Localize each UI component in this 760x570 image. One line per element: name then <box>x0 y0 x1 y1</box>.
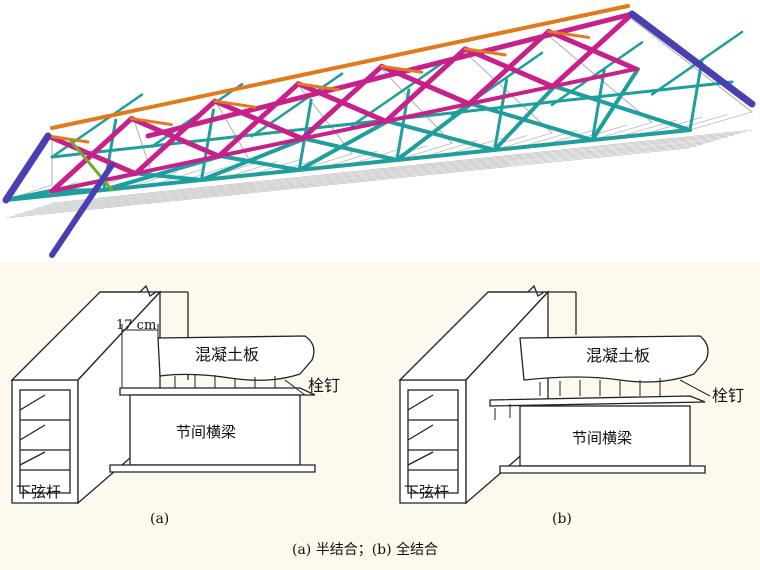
beam-b-bottom-flange <box>499 465 706 474</box>
figure-caption: (a) 半结合；(b) 全结合 <box>292 541 438 558</box>
details-svg: 17 cm 混凝土板 栓钉 节间横梁 下弦杆 (a) <box>10 284 744 558</box>
top-lateral <box>296 82 340 92</box>
near-diagonal <box>218 154 302 172</box>
deck-grid-line <box>37 135 734 208</box>
beam-a-top-flange <box>119 387 316 396</box>
near-diagonal <box>199 136 307 182</box>
deck-grid-line <box>19 142 709 214</box>
truss-bridge-model <box>0 0 760 262</box>
near-post <box>688 58 704 132</box>
far-diagonal <box>550 41 644 107</box>
near-diagonal <box>302 136 399 162</box>
stud-label-a: 栓钉 <box>308 376 340 395</box>
studs-a <box>174 374 276 388</box>
beam-b-top-flange <box>489 395 706 407</box>
mid-chord <box>467 84 555 106</box>
slab-label-b: 混凝土板 <box>586 346 650 365</box>
deck-grid-line <box>47 131 747 205</box>
end-post-left <box>2 132 52 204</box>
studs-b <box>494 378 661 420</box>
top-x-brace <box>466 28 552 107</box>
end-post-left-bottom <box>49 162 115 258</box>
chord-label-b: 下弦杆 <box>404 483 449 501</box>
stud-label-b: 栓钉 <box>712 386 744 405</box>
near-diagonal <box>135 171 204 182</box>
far-truss-post <box>627 15 753 113</box>
top-x-brace <box>132 98 218 177</box>
dimension-label: 17 cm <box>116 318 156 333</box>
far-truss-post <box>380 67 453 144</box>
top-x-brace <box>216 81 301 159</box>
far-truss-post <box>462 50 553 134</box>
top-lateral <box>129 117 173 127</box>
near-diagonal <box>297 119 390 172</box>
deck-grid-line <box>24 140 716 213</box>
top-lateral <box>547 29 591 39</box>
near-diagonal <box>469 101 595 142</box>
top-x-brace <box>299 63 385 142</box>
beam-label-b: 节间横梁 <box>572 429 632 447</box>
mid-chord <box>50 171 138 193</box>
truss-bridge-svg <box>2 4 756 258</box>
deck-grid-line <box>42 133 740 207</box>
mid-chord <box>133 154 221 176</box>
deck-grid-line <box>14 144 703 216</box>
top-lateral <box>46 134 90 144</box>
detail-a <box>10 284 316 505</box>
mid-chord <box>216 136 305 159</box>
slab-label-a: 混凝土板 <box>195 345 259 364</box>
deck-grid-line <box>689 111 753 131</box>
top-bracing <box>45 4 639 194</box>
near-post <box>590 68 606 142</box>
green-lateral <box>68 138 114 192</box>
top-x-brace <box>49 116 134 194</box>
beam-a-bottom-flange <box>109 464 316 473</box>
deck-grid-line <box>33 136 728 210</box>
top-x-brace <box>550 11 635 89</box>
panel-b-label: (b) <box>552 511 572 527</box>
slab-a <box>157 335 315 381</box>
beam-label-a: 节间横梁 <box>176 423 236 441</box>
deck-grid-line <box>10 145 697 217</box>
near-diagonal <box>552 84 692 132</box>
deck-grid-line <box>5 147 691 219</box>
deck-grid-line <box>51 129 753 204</box>
top-lateral <box>380 64 424 74</box>
chord-label-a: 下弦杆 <box>16 483 61 501</box>
near-diagonal <box>385 119 497 152</box>
far-top-chord <box>50 4 630 130</box>
beam-b-web <box>519 405 691 467</box>
top-lateral <box>213 99 257 109</box>
top-lateral <box>463 47 507 57</box>
mid-chord <box>300 119 388 141</box>
deck-grid-line <box>28 138 722 211</box>
top-x-brace <box>383 46 468 124</box>
end-post-right <box>628 10 756 108</box>
mid-chord <box>550 67 638 89</box>
near-post <box>493 78 509 152</box>
near-bottom-chord <box>4 128 692 202</box>
slab-b <box>519 335 709 383</box>
mid-chord <box>383 101 472 124</box>
connection-details: 17 cm 混凝土板 栓钉 节间横梁 下弦杆 (a) <box>0 262 760 570</box>
far-truss-post <box>215 102 253 165</box>
panel-a-label: (a) <box>150 511 169 527</box>
detail-b <box>398 284 711 505</box>
beam-a-web <box>129 394 301 466</box>
end-posts <box>2 10 756 258</box>
